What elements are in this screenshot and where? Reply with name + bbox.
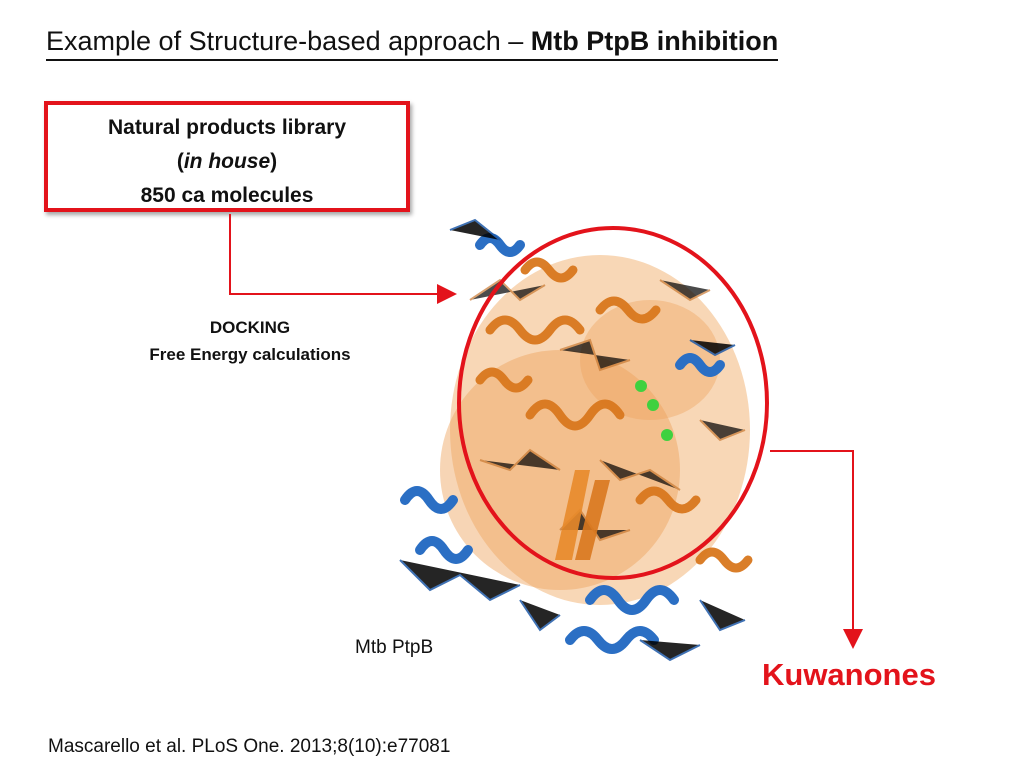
citation: Mascarello et al. PLoS One. 2013;8(10):e… <box>48 736 451 757</box>
docking-line-1: DOCKING <box>209 318 291 337</box>
library-line-3: 850 ca molecules <box>140 184 314 207</box>
library-in-house: in house <box>183 150 271 173</box>
library-box: Natural products library (in house) 850 … <box>44 101 410 212</box>
title-bold: Mtb PtpB inhibition <box>530 26 779 56</box>
arrow-right-icon <box>229 214 457 304</box>
docking-label: DOCKING Free Energy calculations <box>120 314 380 368</box>
protein-structure-image <box>399 218 753 662</box>
slide-title: Example of Structure-based approach – Mt… <box>46 26 779 61</box>
library-line-2: (in house) <box>176 150 278 173</box>
arrow-down-icon <box>770 450 863 649</box>
library-line-1: Natural products library <box>107 116 347 139</box>
result-label: Kuwanones <box>762 657 936 692</box>
docking-line-2: Free Energy calculations <box>149 345 351 364</box>
binding-site-ellipse <box>457 226 769 580</box>
title-prefix: Example of Structure-based approach – <box>46 26 531 56</box>
protein-label: Mtb PtpB <box>355 637 434 658</box>
